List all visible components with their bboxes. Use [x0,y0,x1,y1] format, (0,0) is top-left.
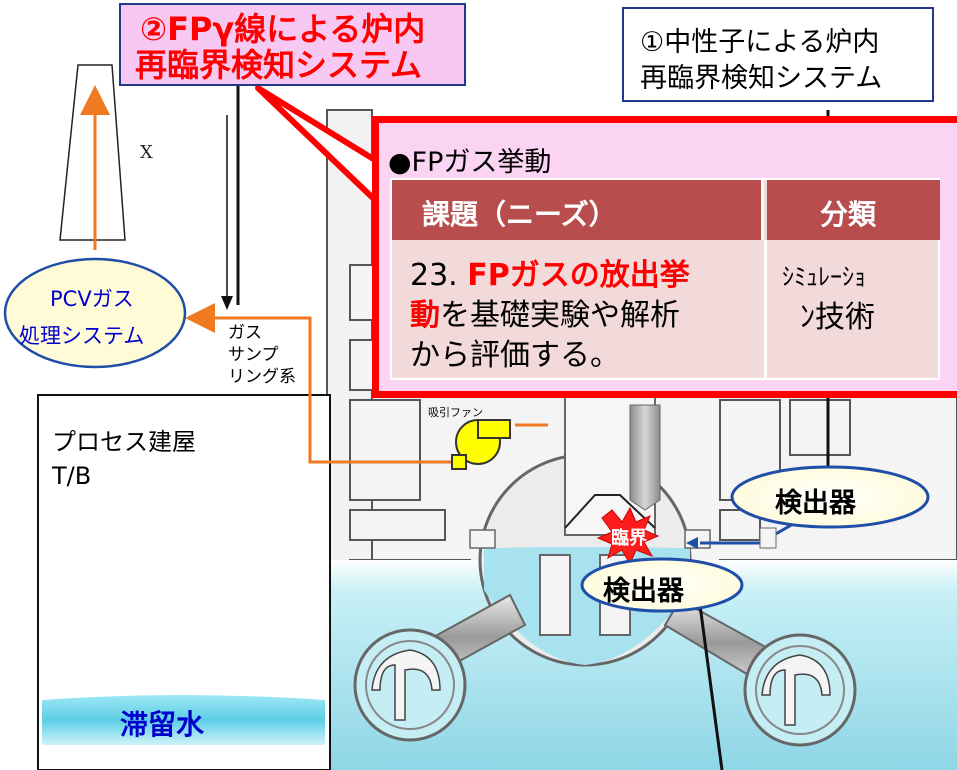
callout-section-title: ●FPガス挙動 [388,147,552,178]
detector-right-ellipse [730,465,930,529]
fp-gamma-title-line1: ②FPγ線による炉内 [140,10,426,48]
table-header-issue [392,180,764,240]
pcv-gas-system-ellipse [3,257,187,369]
table-header-category-label: 分類 [820,198,877,231]
detector-cable [698,604,724,770]
neutron-title-line2: 再臨界検知システム [640,63,883,94]
vent-pipe-right [663,598,857,747]
fp-gamma-title-box [119,3,466,86]
pcv-gas-system-line1: PCVガス [50,287,134,311]
issue-text-line3: から評価する。 [410,338,620,373]
stray-mark: X [140,142,153,163]
stack [59,64,126,241]
issue-highlight-2: 動 [410,298,440,333]
vent-pipe-left [353,593,527,742]
issue-highlight-1: FPガスの放出挙 [467,258,690,293]
detector-right-label: 検出器 [775,488,856,519]
table-row-divider [764,240,767,380]
criticality-label: 臨界 [611,528,647,549]
suction-fan [451,419,511,470]
category-text-line2: ﾝ技術 [800,300,875,335]
containment-vessel [478,394,692,667]
gas-sampling-line1: ガス [228,323,262,343]
category-text-line1: ｼﾐｭﾚｰｼｮ [782,263,866,291]
suction-fan-label: 吸引ファン [428,406,483,419]
pcv-gas-system-line2: 処理システム [19,324,145,348]
table-header-issue-label: 課題（ニーズ） [422,198,617,231]
issue-text-line1: 23. FPガスの放出挙 [410,250,690,294]
issue-number: 23. [410,258,468,293]
turbine-building-label: T/B [52,462,92,490]
neutron-title-line1: ①中性子による炉内 [640,27,880,58]
issue-rest-1: を基礎実験や解析 [440,298,680,333]
process-building [37,394,331,770]
issue-text-line2: 動を基礎実験や解析 [410,290,680,334]
gas-pipe [80,85,548,464]
detector-center-ellipse [580,557,744,613]
stagnant-water-label: 滞留水 [120,708,205,741]
fp-gamma-title-line2: 再臨界検知システム [135,46,423,84]
gas-sampling-line3: リング系 [228,367,296,387]
neutron-title-box [622,7,934,102]
criticality-burst [596,506,660,566]
detector-center-label: 検出器 [603,576,684,607]
table-header-category [767,180,940,240]
process-building-label: プロセス建屋 [52,428,196,456]
gas-sampling-line2: サンプ [228,345,279,365]
detector-link [686,518,801,549]
